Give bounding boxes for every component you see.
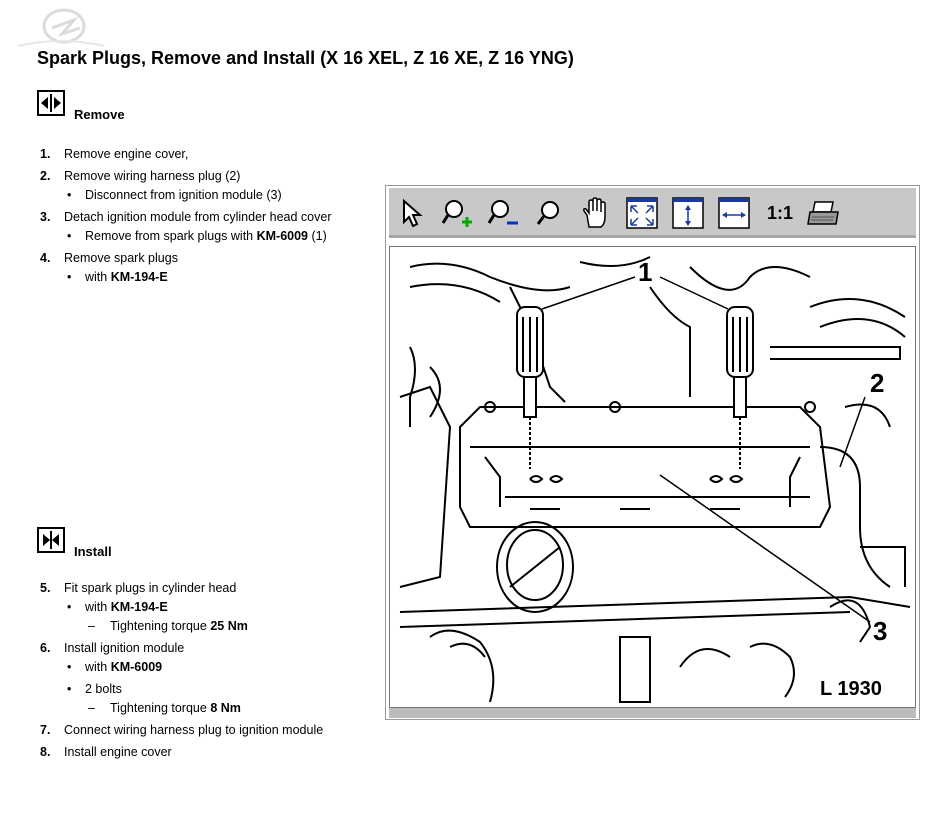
list-item: 1. Remove engine cover,	[40, 147, 189, 161]
sub-item: 2 bolts	[37, 680, 377, 699]
tool-ref: KM-6009	[110, 660, 163, 674]
callout-3: 3	[873, 616, 887, 646]
viewer-toolbar: 1:1	[389, 188, 916, 238]
brand-logo	[17, 8, 105, 47]
remove-steps: 1. Remove engine cover, 2. Remove wiring…	[37, 145, 377, 290]
print-icon[interactable]	[807, 196, 841, 230]
list-item: 5. Fit spark plugs in cylinder head with…	[37, 579, 377, 636]
figure-image: 1 2 3 L 1930	[389, 246, 916, 708]
zoom-in-icon[interactable]	[441, 196, 475, 230]
tool-ref: KM-6009	[256, 229, 309, 243]
zoom-out-icon[interactable]	[487, 196, 521, 230]
figure-reference: L 1930	[820, 678, 882, 700]
sub-item: with KM-6009	[37, 658, 377, 677]
actual-size-button[interactable]: 1:1	[766, 202, 793, 223]
list-item: 6. Install ignition module with KM-6009 …	[37, 639, 377, 718]
install-steps: 5. Fit spark plugs in cylinder head with…	[37, 579, 377, 765]
sub-item: with KM-194-E	[37, 268, 377, 287]
list-item: 3. Detach ignition module from cylinder …	[37, 208, 377, 246]
torque-value: 8 Nm	[210, 701, 241, 715]
remove-arrows-icon	[37, 90, 65, 116]
zoom-icon[interactable]	[533, 196, 567, 230]
sub-sub-item: Tightening torque 8 Nm	[37, 699, 377, 718]
sub-item: with KM-194-E	[37, 598, 377, 617]
install-heading: Install	[74, 544, 112, 559]
callout-2: 2	[870, 368, 884, 398]
fit-height-icon[interactable]	[671, 196, 705, 230]
viewer-statusbar	[389, 708, 916, 718]
pan-hand-icon[interactable]	[579, 196, 613, 230]
install-arrows-icon	[37, 527, 65, 553]
list-item: 4. Remove spark plugs with KM-194-E	[37, 249, 377, 287]
image-viewer: 1:1	[385, 185, 920, 720]
engine-diagram: 1 2 3 L 1930	[399, 256, 911, 703]
sub-sub-item: Tightening torque 25 Nm	[37, 617, 377, 636]
sub-item: Remove from spark plugs with KM-6009 (1)	[37, 227, 377, 246]
fit-page-icon[interactable]	[625, 196, 659, 230]
fit-width-icon[interactable]	[717, 196, 751, 230]
torque-value: 25 Nm	[210, 619, 248, 633]
list-item: 7. Connect wiring harness plug to igniti…	[40, 723, 324, 737]
callout-1: 1	[638, 257, 652, 287]
tool-ref: KM-194-E	[110, 600, 168, 614]
page-title: Spark Plugs, Remove and Install (X 16 XE…	[37, 48, 574, 68]
tool-ref: KM-194-E	[110, 270, 168, 284]
list-item: 8. Install engine cover	[40, 745, 172, 759]
pointer-icon[interactable]	[395, 196, 429, 230]
list-item: 2. Remove wiring harness plug (2) Discon…	[37, 167, 377, 205]
remove-heading: Remove	[74, 107, 125, 122]
sub-item: Disconnect from ignition module (3)	[37, 186, 377, 205]
